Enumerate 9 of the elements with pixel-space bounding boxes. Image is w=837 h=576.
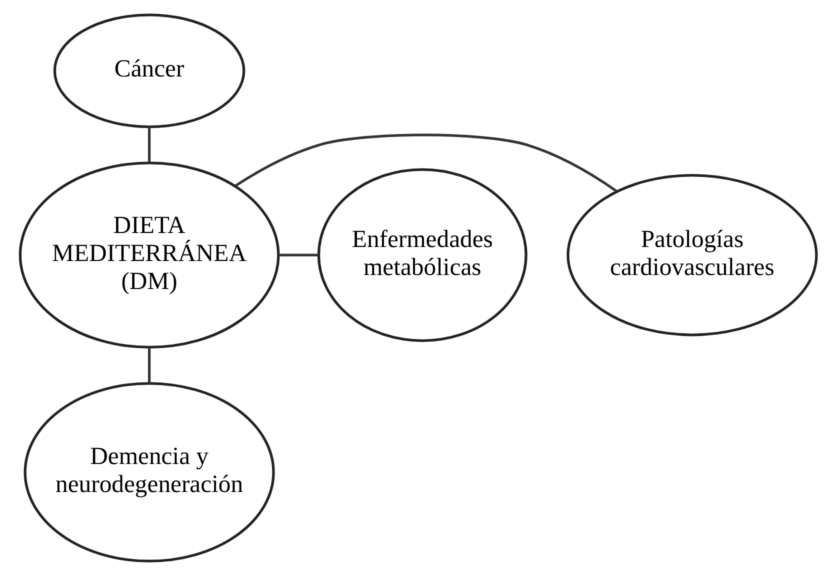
connector (148, 347, 151, 384)
connector (278, 254, 318, 256)
node-ellipse: DIETA MEDITERRÁNEA (DM) (18, 162, 280, 349)
node-ellipse: Cáncer (53, 14, 246, 128)
connector (234, 134, 618, 192)
node-ellipse: Patologías cardiovasculares (566, 174, 818, 336)
connector (148, 126, 151, 162)
node-ellipse: Enfermedades metabólicas (317, 168, 528, 342)
node-ellipse: Demencia y neurodegeneración (24, 382, 275, 562)
